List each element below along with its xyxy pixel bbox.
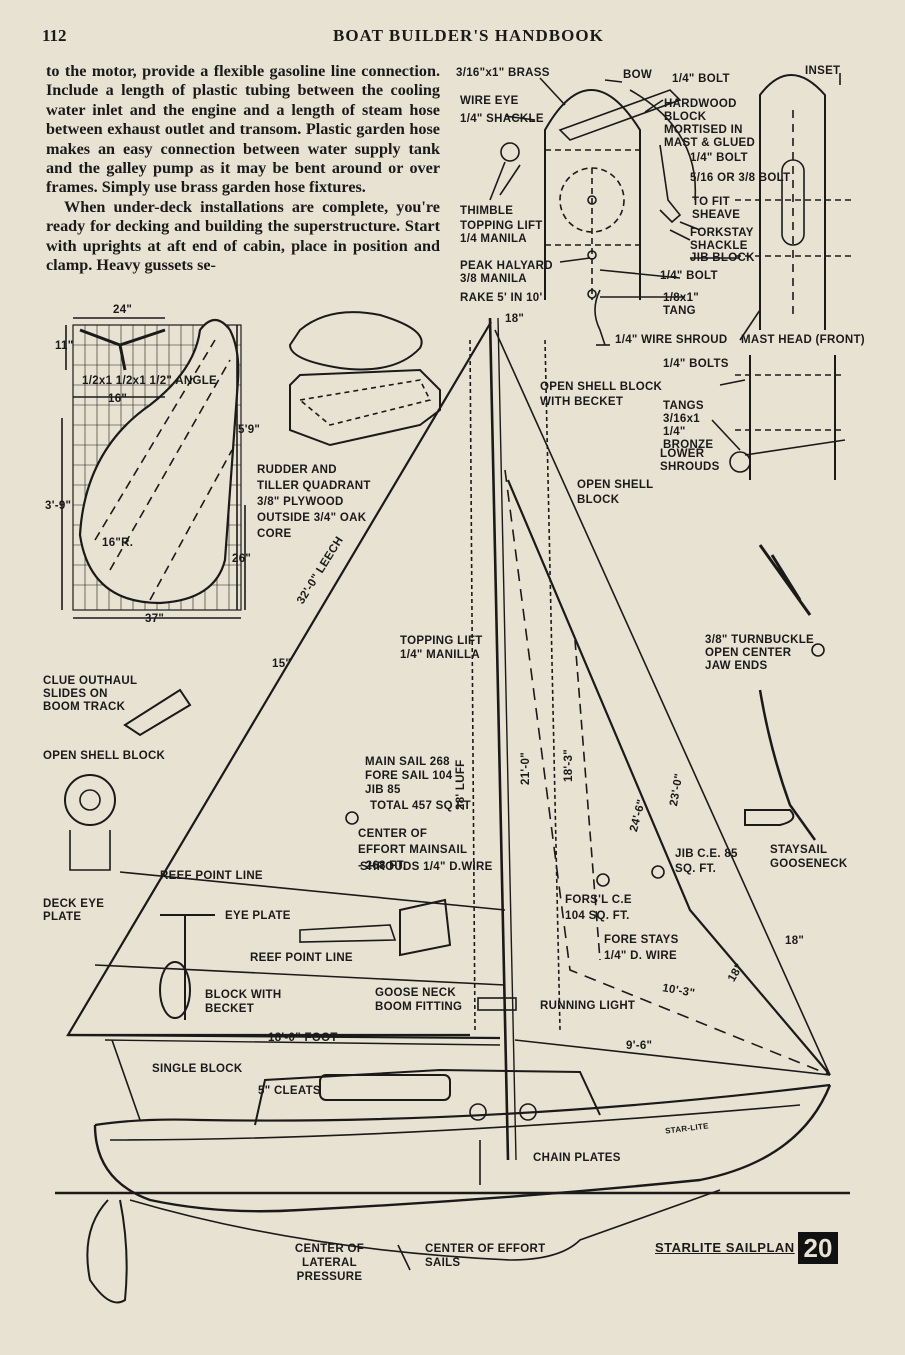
label-luff: 28' LUFF <box>455 759 467 811</box>
label-d18: 18'-3" <box>563 748 575 782</box>
label-d96: 9'-6" <box>626 1040 653 1052</box>
label-bow: BOW <box>623 69 653 81</box>
label-lower-shrouds: LOWER SHROUDS <box>660 448 720 473</box>
label-top18: 18" <box>505 313 525 325</box>
label-fors-ce: FORS'L C.E 104 SQ. FT. <box>565 894 632 922</box>
label-hardwood-block: HARDWOOD BLOCK MORTISED IN MAST & GLUED <box>664 98 756 149</box>
figure-caption: STARLITE SAILPLAN <box>655 1240 795 1255</box>
label-rake: RAKE 5' IN 10' <box>460 292 543 304</box>
label-h11: 11" <box>55 340 74 352</box>
label-w16: 16" <box>108 393 128 405</box>
label-clue: CLUE OUTHAUL SLIDES ON BOOM TRACK <box>43 675 138 713</box>
label-d18b: 18" <box>785 935 805 947</box>
label-angle: 1/2x1 1/2x1 1/2" ANGLE <box>82 375 218 387</box>
label-inset: INSET <box>805 65 841 77</box>
label-fit-sheave: TO FIT SHEAVE <box>692 196 741 221</box>
label-brass: 3/16"x1" BRASS <box>456 67 550 79</box>
label-total-area: TOTAL 457 SQ FT <box>370 800 471 812</box>
label-open-shell: OPEN SHELL BLOCK <box>577 479 654 506</box>
paragraph-2: When under-deck installations are comple… <box>46 197 440 275</box>
label-ce-sails: CENTER OF EFFORT SAILS <box>425 1243 546 1269</box>
label-chain-plates: CHAIN PLATES <box>533 1152 621 1164</box>
label-h26: 26" <box>232 553 252 565</box>
label-topping-lift: TOPPING LIFT 1/4 MANILA <box>460 220 543 245</box>
label-h39: 3'-9" <box>45 500 72 512</box>
figure-number: 20 <box>798 1232 838 1264</box>
label-shrouds: SHROUDS 1/4" D.WIRE <box>360 861 493 873</box>
label-eye-plate: EYE PLATE <box>225 910 291 922</box>
label-peak-halyard: PEAK HALYARD 3/8 MANILA <box>460 260 553 285</box>
running-header: BOAT BUILDER'S HANDBOOK <box>333 26 604 45</box>
label-jib-block: JIB BLOCK <box>690 252 755 264</box>
label-fore-stays: FORE STAYS 1/4" D. WIRE <box>604 934 679 962</box>
label-bolts: 1/4" BOLTS <box>663 358 729 370</box>
label-single-block: SINGLE BLOCK <box>152 1063 243 1075</box>
label-ce-main: CENTER OF EFFORT MAINSAIL - 268 FT. <box>358 828 468 872</box>
label-thimble: THIMBLE <box>460 205 514 217</box>
label-reef-1: REEF POINT LINE <box>160 870 263 882</box>
rudder-detail <box>61 317 246 619</box>
label-bolt-2: 1/4" BOLT <box>690 152 748 164</box>
label-deck-eye: DECK EYE PLATE <box>43 898 105 923</box>
label-forkstay: FORKSTAY SHACKLE <box>690 227 754 252</box>
label-running-light: RUNNING LIGHT <box>540 1000 636 1012</box>
label-w24: 24" <box>113 304 133 316</box>
label-cleats: 5" CLEATS <box>258 1085 321 1097</box>
label-h59: 5'9" <box>238 424 261 436</box>
label-wire-eye: WIRE EYE <box>460 95 519 107</box>
label-staysail: STAYSAIL GOOSENECK <box>770 844 848 870</box>
label-w15: 15" <box>272 658 292 670</box>
label-topping: TOPPING LIFT 1/4" MANILLA <box>400 635 483 661</box>
label-shackle: 1/4" SHACKLE <box>460 113 544 125</box>
label-foot: 18'-0" FOOT <box>268 1032 338 1044</box>
inset-mast-front <box>711 73 852 480</box>
label-open-shell-becket: OPEN SHELL BLOCK WITH BECKET <box>540 381 663 408</box>
label-bolt-3: 1/4" BOLT <box>660 270 718 282</box>
label-block-becket: BLOCK WITH BECKET <box>205 989 282 1015</box>
mast-head-detail <box>489 77 740 346</box>
label-jib-area: JIB 85 <box>365 784 401 796</box>
tiller-quadrant <box>288 311 441 447</box>
label-wire-shroud: 1/4" WIRE SHROUD <box>615 334 728 346</box>
page-number: 112 <box>42 26 67 45</box>
label-open-shell-block: OPEN SHELL BLOCK <box>43 750 166 762</box>
label-jib-ce: JIB C.E. 85 SQ. FT. <box>675 848 738 875</box>
label-turnbuckle: 3/8" TURNBUCKLE OPEN CENTER JAW ENDS <box>705 634 814 672</box>
body-text: to the motor, provide a flexible gasolin… <box>46 62 440 275</box>
label-tangs: TANGS 3/16x1 1/4" BRONZE <box>663 400 714 451</box>
label-mast-front: MAST HEAD (FRONT) <box>741 334 865 346</box>
label-r16: 16"R. <box>102 537 134 549</box>
label-gooseneck: GOOSE NECK BOOM FITTING <box>375 987 463 1013</box>
label-mainsail-area: MAIN SAIL 268 <box>365 756 450 768</box>
paragraph-1: to the motor, provide a flexible gasolin… <box>46 62 440 197</box>
label-reef-2: REEF POINT LINE <box>250 952 353 964</box>
sail-plan <box>55 317 850 1304</box>
label-bolt-quarter: 1/4" BOLT <box>672 73 730 85</box>
label-foresail-area: FORE SAIL 104 <box>365 770 453 782</box>
label-d21: 21'-0" <box>520 751 532 785</box>
label-w37: 37" <box>145 613 165 625</box>
label-clat: CENTER OF LATERAL PRESSURE <box>294 1243 365 1283</box>
label-bolt-516: 5/16 OR 3/8 BOLT <box>690 172 791 184</box>
label-tang: 1/8x1" TANG <box>663 292 700 317</box>
label-rudder-desc: RUDDER AND TILLER QUADRANT 3/8" PLYWOOD … <box>257 464 371 540</box>
